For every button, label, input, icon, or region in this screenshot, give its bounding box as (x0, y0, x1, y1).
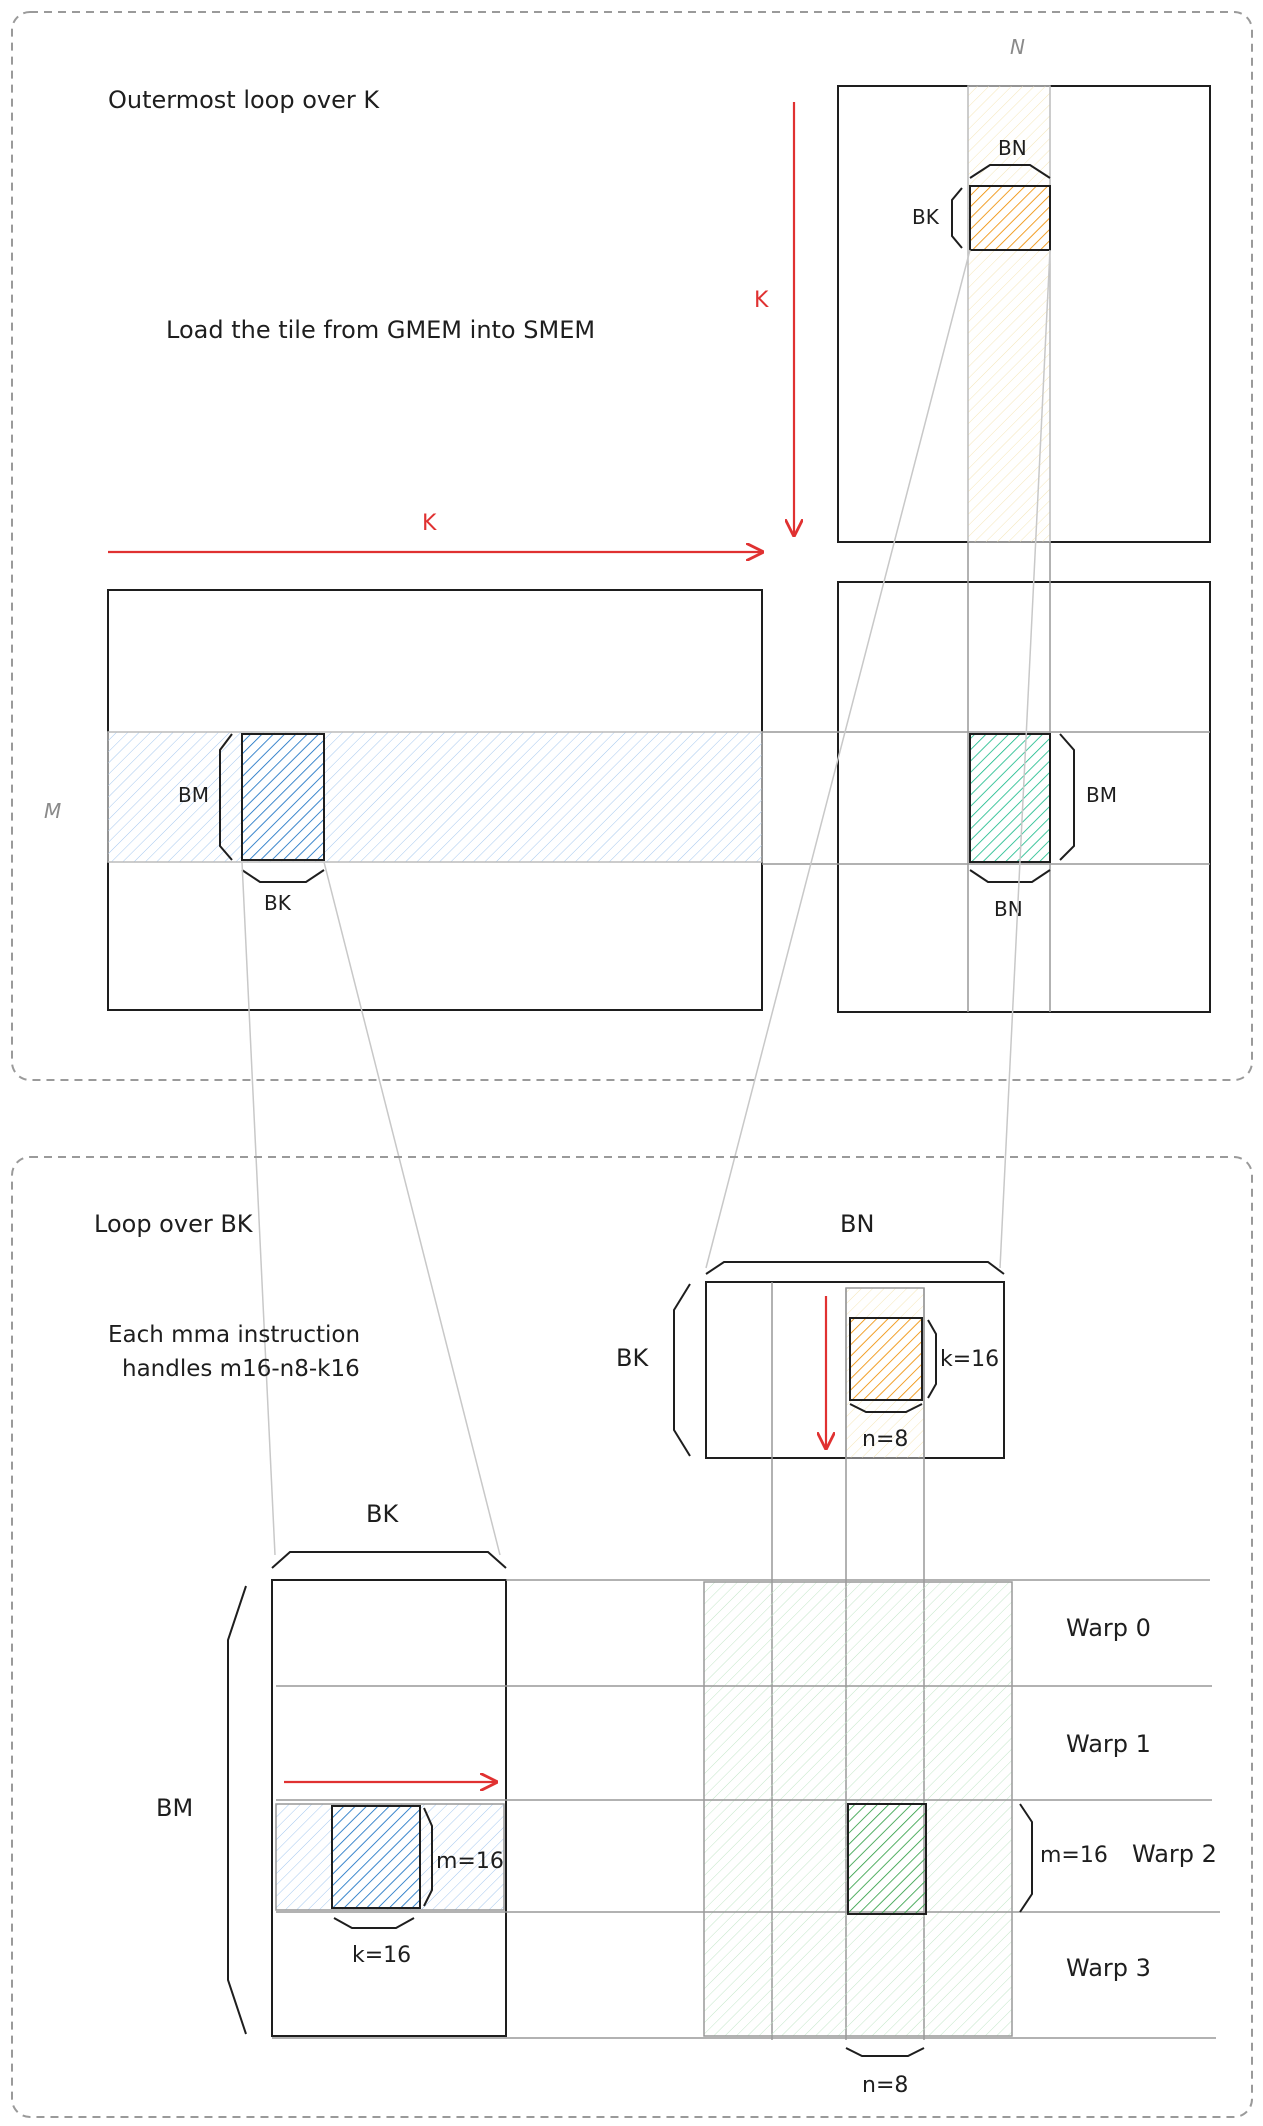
bottom-panel-note-line2: handles m16-n8-k16 (122, 1356, 360, 1382)
smem-b-k-label: k=16 (940, 1347, 999, 1372)
k-label-horizontal: K (422, 511, 437, 536)
smem-b-bn-brace (705, 1261, 1005, 1275)
bn-brace (969, 164, 1051, 179)
bk-brace (951, 187, 963, 249)
matrix-a-row-strip (107, 731, 763, 863)
smem-a-bk-brace (271, 1551, 507, 1569)
bottom-panel: Loop over BK Each mma instruction handle… (11, 1156, 1253, 2118)
warp-m-brace (1019, 1803, 1033, 1913)
smem-b-bk-brace (673, 1283, 691, 1457)
bm-brace-a (219, 733, 233, 861)
projection-lines (241, 249, 1051, 1556)
matrix-b-bk-label: BK (912, 205, 940, 229)
k-label-vertical: K (754, 288, 769, 313)
bottom-panel-frame (11, 1156, 1253, 2118)
matrix-c-tile (969, 733, 1051, 863)
warp-m-label: m=16 (1040, 1843, 1108, 1868)
matrix-a-bk-label: BK (264, 891, 292, 915)
smem-a-mma-tile (331, 1805, 421, 1909)
smem-b-bk-label: BK (616, 1344, 649, 1372)
warp-mma-tile (847, 1803, 927, 1915)
bottom-panel-title: Loop over BK (94, 1210, 254, 1238)
smem-a-m-brace (423, 1807, 433, 1907)
matrix-a-bm-label: BM (178, 783, 209, 807)
bk-brace-a (241, 869, 325, 883)
matrix-c: BM BN (762, 542, 1211, 1013)
matrix-b-column-strip (967, 85, 1051, 543)
bn-brace-c (969, 869, 1051, 883)
smem-a-k-brace (333, 1917, 415, 1929)
smem-b-n-brace (849, 1403, 923, 1413)
smem-b-bn-label: BN (840, 1210, 874, 1238)
warp-label-0: Warp 0 (1066, 1614, 1151, 1642)
matrix-b-tile (969, 185, 1051, 251)
warp-grid: m=16 n=8 Warp 0 Warp 1 Warp 2 Warp 3 (272, 1579, 1220, 2098)
top-panel-frame (11, 11, 1253, 1081)
matrix-a-tile (241, 733, 325, 861)
matrix-b: BN BK (837, 85, 1211, 543)
top-panel-subtitle: Load the tile from GMEM into SMEM (166, 316, 595, 344)
warp-label-2: Warp 2 (1132, 1840, 1217, 1868)
smem-b-mma-tile (849, 1317, 923, 1401)
smem-a-outline (271, 1579, 507, 2037)
bm-brace-c (1059, 733, 1075, 861)
smem-a-k-label: k=16 (352, 1943, 411, 1968)
smem-a-m-label: m=16 (436, 1849, 504, 1874)
matrix-c-outline (837, 581, 1211, 1013)
warp-label-3: Warp 3 (1066, 1954, 1151, 1982)
smem-a-bm-brace (227, 1585, 247, 2035)
matrix-a: BM BK (107, 589, 763, 1011)
m-dimension-label: M (44, 799, 61, 823)
smem-b-tile: BN BK k=16 n=8 (616, 1210, 1005, 2040)
warp-n-brace (845, 2047, 925, 2057)
smem-b-k-brace (927, 1319, 937, 1399)
warp-n-label: n=8 (862, 2073, 908, 2098)
warp-label-1: Warp 1 (1066, 1730, 1151, 1758)
matrix-b-bn-label: BN (998, 136, 1027, 160)
top-panel-title: Outermost loop over K (108, 86, 380, 114)
smem-a-bm-label: BM (156, 1794, 193, 1822)
smem-b-n-label: n=8 (862, 1427, 908, 1452)
bottom-panel-note-line1: Each mma instruction (108, 1322, 360, 1348)
top-panel: Outermost loop over K Load the tile from… (11, 11, 1253, 1081)
smem-a-tile: BK BM m=16 k=16 (156, 1500, 507, 2037)
n-dimension-label: N (1010, 35, 1025, 59)
smem-a-bk-label: BK (366, 1500, 399, 1528)
matrix-c-bm-label: BM (1086, 783, 1117, 807)
